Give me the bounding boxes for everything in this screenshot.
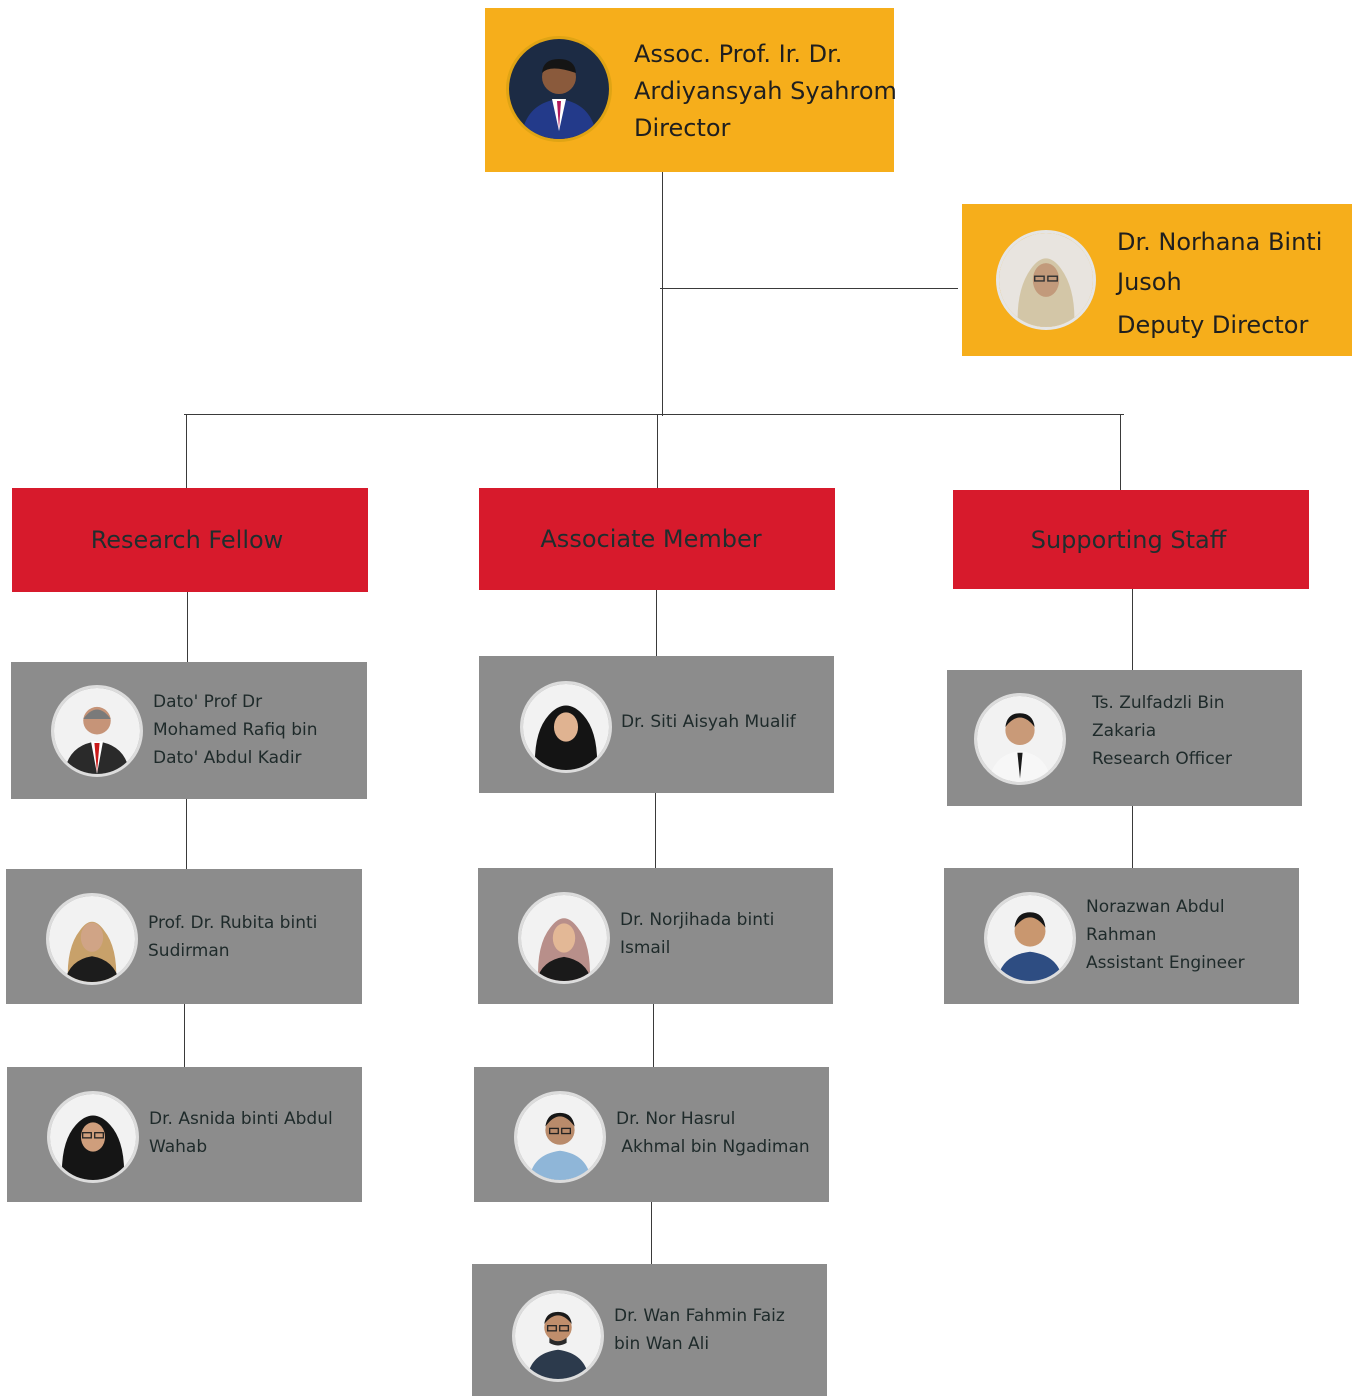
- member-card: Dr. Siti Aisyah Mualif: [479, 656, 834, 793]
- connector-ss-1: [1132, 589, 1133, 670]
- connector-ss-2: [1132, 806, 1133, 868]
- group-header-supporting-staff: Supporting Staff: [953, 490, 1309, 589]
- member-card: Norazwan Abdul Rahman Assistant Engineer: [944, 868, 1299, 1004]
- person-hijab-icon: [996, 230, 1096, 330]
- director-title: Director: [634, 114, 731, 142]
- connector-am-1: [656, 590, 657, 656]
- member-name-line-2: Akhmal bin Ngadiman: [616, 1137, 810, 1157]
- member-name-line-2: Zakaria: [1092, 721, 1157, 741]
- connector-director-down: [662, 172, 663, 416]
- person-white-shirt-tie-icon: [974, 693, 1066, 785]
- person-hijab-icon: [46, 893, 138, 985]
- person-glasses-shirt-icon: [514, 1091, 606, 1183]
- connector-rf-3: [184, 1004, 185, 1067]
- connector-rf-2: [186, 799, 187, 869]
- member-name-line-1: Dr. Wan Fahmin Faiz: [614, 1306, 785, 1326]
- deputy-director-card: Dr. Norhana Binti Jusoh Deputy Director: [962, 204, 1352, 356]
- director-name-line-2: Ardiyansyah Syahrom: [634, 77, 897, 105]
- group-label-supporting-staff: Supporting Staff: [1030, 525, 1227, 554]
- member-name-line-1: Dr. Asnida binti Abdul: [149, 1109, 333, 1129]
- member-name-line-1: Dr. Nor Hasrul: [616, 1109, 736, 1129]
- member-name-line-1: Dr. Siti Aisyah Mualif: [621, 712, 796, 732]
- member-title: Research Officer: [1092, 749, 1232, 769]
- person-suit-tie-icon: [506, 36, 612, 142]
- group-header-research-fellow: Research Fellow: [12, 488, 368, 592]
- connector-research-fellow: [186, 415, 187, 488]
- connector-am-3: [653, 1004, 654, 1067]
- member-card: Ts. Zulfadzli Bin Zakaria Research Offic…: [947, 670, 1302, 806]
- connector-supporting-staff: [1120, 415, 1121, 490]
- member-name-line-2: Rahman: [1086, 925, 1157, 945]
- member-name-line-2: bin Wan Ali: [614, 1334, 710, 1354]
- member-name-line-2: Sudirman: [148, 941, 230, 961]
- director-card: Assoc. Prof. Ir. Dr. Ardiyansyah Syahrom…: [485, 8, 897, 172]
- member-name-line-2: Wahab: [149, 1137, 208, 1157]
- person-hijab-icon: [518, 892, 610, 984]
- member-name-line-2: Mohamed Rafiq bin: [153, 720, 318, 740]
- connector-am-4: [651, 1202, 652, 1264]
- member-name-line-1: Dato' Prof Dr: [153, 692, 263, 712]
- member-card: Dr. Nor Hasrul Akhmal bin Ngadiman: [474, 1067, 829, 1202]
- director-name-line-1: Assoc. Prof. Ir. Dr.: [634, 40, 843, 68]
- member-name-line-1: Ts. Zulfadzli Bin: [1092, 693, 1225, 713]
- connector-am-2: [655, 793, 656, 868]
- member-card: Dr. Norjihada binti Ismail: [478, 868, 833, 1004]
- deputy-name-line-2: Jusoh: [1117, 268, 1182, 296]
- member-card: Dr. Asnida binti Abdul Wahab: [7, 1067, 362, 1202]
- member-name-line-1: Dr. Norjihada binti: [620, 910, 775, 930]
- connector-deputy: [660, 288, 958, 289]
- group-label-research-fellow: Research Fellow: [90, 526, 284, 554]
- member-name-line-3: Dato' Abdul Kadir: [153, 748, 302, 768]
- person-glasses-shirt-icon: [512, 1290, 604, 1382]
- member-card: Prof. Dr. Rubita binti Sudirman: [6, 869, 362, 1004]
- member-name-line-1: Prof. Dr. Rubita binti: [148, 913, 318, 933]
- person-suit-red-tie-icon: [51, 685, 143, 777]
- person-shirt-icon: [984, 892, 1076, 984]
- connector-groups-horizontal: [184, 414, 1124, 415]
- person-hijab-glasses-icon: [47, 1091, 139, 1183]
- connector-associate-member: [657, 415, 658, 488]
- member-title: Assistant Engineer: [1086, 953, 1245, 973]
- connector-rf-1: [187, 592, 188, 662]
- member-card: Dr. Wan Fahmin Faiz bin Wan Ali: [472, 1264, 827, 1396]
- deputy-name-line-1: Dr. Norhana Binti: [1117, 228, 1323, 256]
- group-header-associate-member: Associate Member: [479, 488, 835, 590]
- member-name-line-2: Ismail: [620, 938, 671, 958]
- group-label-associate-member: Associate Member: [540, 525, 762, 553]
- member-name-line-1: Norazwan Abdul: [1086, 897, 1225, 917]
- deputy-title: Deputy Director: [1117, 311, 1309, 339]
- member-card: Dato' Prof Dr Mohamed Rafiq bin Dato' Ab…: [11, 662, 367, 799]
- person-hijab-icon: [520, 681, 612, 773]
